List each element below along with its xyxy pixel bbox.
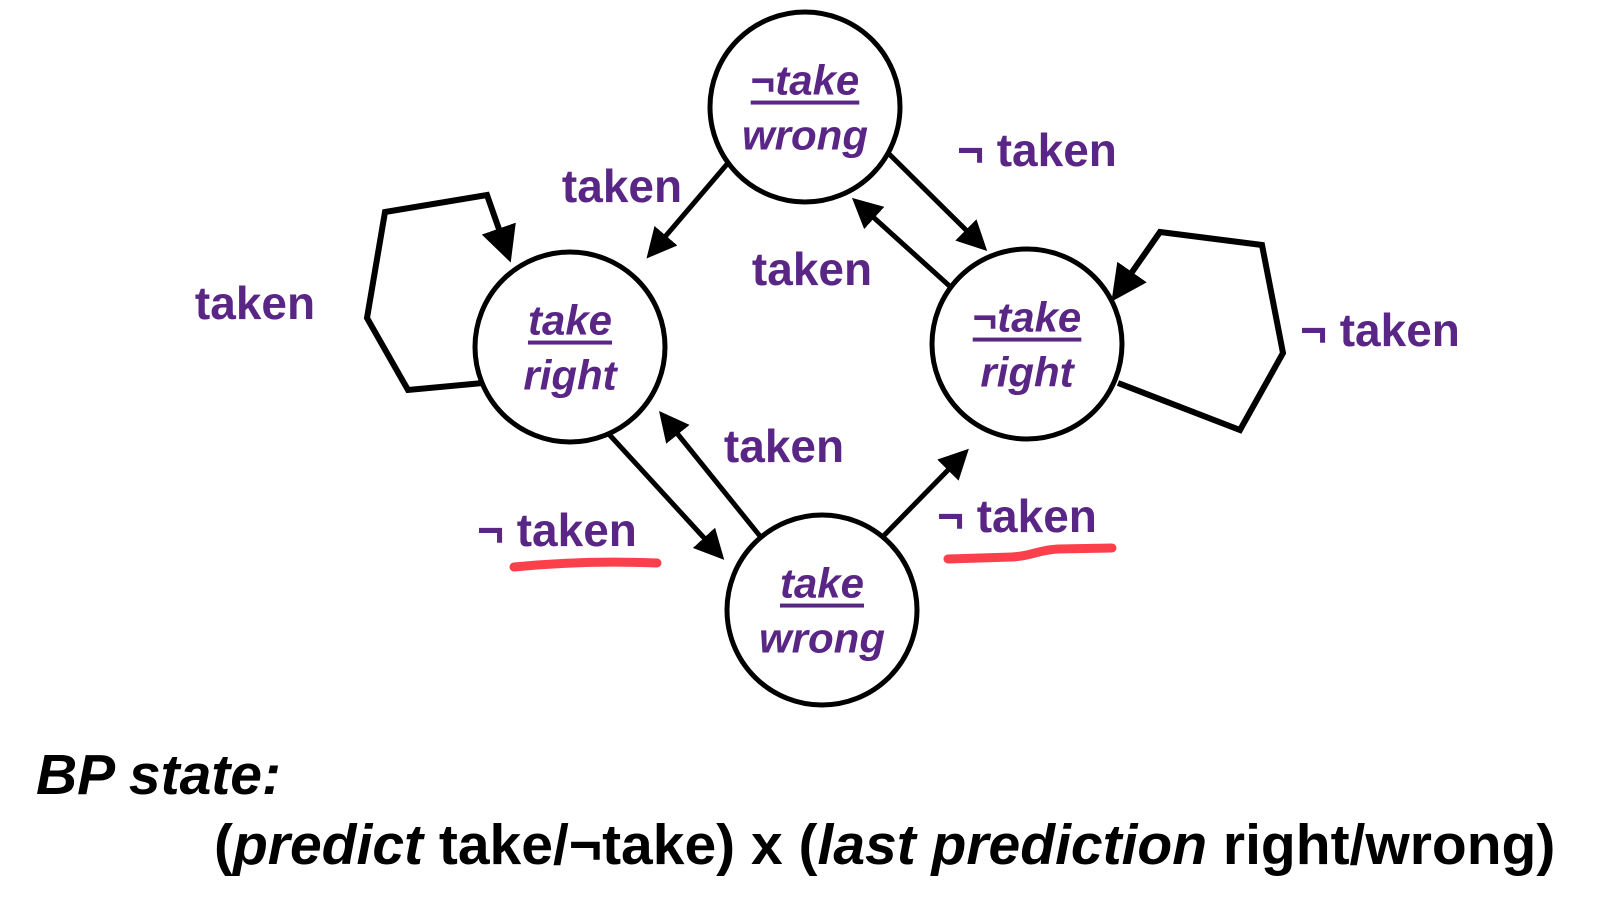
state-outcome-text: wrong — [759, 615, 885, 662]
state-circles — [472, 9, 1125, 708]
formula-last-prediction-word: last prediction — [817, 813, 1208, 877]
edge-label-right-to-top: taken — [751, 243, 873, 295]
edge-label-left-self-loop: taken — [194, 277, 316, 329]
edge-label-bottom-to-left: taken — [723, 420, 845, 472]
arrow-top-to-right — [878, 143, 988, 251]
edge-label-left-to-bottom: ¬ taken — [477, 504, 637, 556]
edge-label-bottom-to-right: ¬ taken — [937, 490, 1097, 542]
state-take-wrong: take wrong — [759, 556, 885, 667]
state-outcome-text: right — [980, 349, 1074, 396]
edge-label-right-self-loop: ¬ taken — [1300, 304, 1460, 356]
red-underline-right — [943, 543, 1117, 564]
state-circle-not-take-wrong — [707, 9, 903, 205]
state-not-take-right: ¬take right — [973, 290, 1082, 401]
formula-end-text: right/wrong) — [1207, 813, 1556, 877]
formula-predict-word: predict — [232, 813, 424, 877]
formula-open-paren: ( — [214, 813, 233, 877]
self-loops — [363, 191, 1287, 434]
state-outcome-text: right — [523, 352, 617, 399]
state-not-take-wrong: ¬take wrong — [742, 53, 868, 164]
formula-middle-text: take/¬take) x ( — [423, 813, 818, 877]
state-take-right: take right — [523, 293, 616, 404]
state-predict-text: ¬take — [972, 293, 1082, 341]
state-predict-text: ¬take — [750, 56, 860, 104]
edge-label-top-to-left: taken — [561, 160, 683, 212]
edge-label-top-to-right: ¬ taken — [957, 124, 1117, 176]
red-annotations — [509, 543, 1117, 572]
self-loop-left — [363, 191, 516, 394]
arrow-left-to-bottom — [604, 429, 725, 560]
state-outcome-text: wrong — [742, 112, 868, 159]
state-predict-text: take — [779, 559, 865, 607]
caption-bp-state: BP state: — [36, 743, 281, 807]
arrow-bottom-to-left — [659, 410, 770, 548]
red-underline-left — [509, 557, 662, 572]
caption-state-formula: (predict take/¬take) x (last prediction … — [214, 812, 1555, 878]
state-circle-take-right — [472, 249, 668, 445]
self-loop-right — [1111, 228, 1287, 434]
state-circle-not-take-right — [929, 246, 1125, 442]
state-circle-take-wrong — [724, 512, 920, 708]
state-predict-text: take — [527, 296, 613, 344]
arrow-top-to-left — [646, 161, 730, 259]
